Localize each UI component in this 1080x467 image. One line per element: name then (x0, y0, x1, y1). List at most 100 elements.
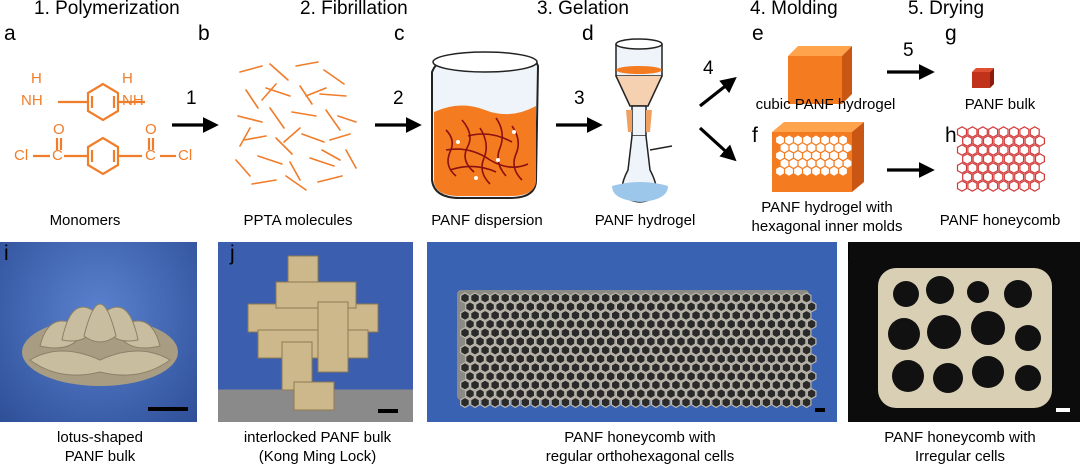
photo-hex-cell (475, 370, 486, 382)
photo-hex-cell (686, 335, 696, 348)
photo-hex-cell (771, 309, 782, 322)
photo-hex-cell (565, 335, 576, 348)
mold-hex-cell (785, 135, 793, 145)
photo-hex-cell (771, 379, 782, 391)
photo-hex-cell (560, 344, 571, 356)
panel-letter-i: i (4, 242, 9, 265)
photo-hex-cell (565, 388, 576, 400)
photo-hex-cell (510, 327, 521, 339)
photo-hex-cell (686, 388, 696, 400)
photo-hex-cell (806, 318, 817, 330)
photo-hex-cell (550, 292, 561, 304)
honeycomb-cell (1024, 153, 1035, 165)
photo-hex-cell (721, 361, 732, 374)
photo-hex-cell (600, 327, 611, 339)
photo-hex-cell (515, 335, 526, 348)
photo-hex-cell (645, 318, 656, 330)
photo-hex-cell (801, 361, 812, 374)
photo-hex-cell (570, 396, 581, 409)
photo-hex-cell (676, 370, 686, 382)
photo-hex-cell (796, 318, 807, 330)
photo-hex-cell (666, 335, 676, 348)
photo-hex-cell (595, 335, 606, 348)
mold-hex-cell (812, 135, 820, 145)
photo-hex-cell (500, 292, 511, 304)
photo-hex-cell (640, 361, 651, 374)
photo-hex-cell (500, 344, 511, 356)
photo-hex-cell (801, 396, 812, 409)
photo-hex-cell (465, 335, 475, 348)
mold-hex-cell (798, 158, 807, 168)
honeycomb-cell (1003, 135, 1014, 147)
mold-hex-cell (825, 158, 834, 168)
mold-hex-cell (785, 151, 793, 161)
photo-hex-cell (475, 301, 486, 313)
photo-hex-cell (595, 301, 606, 313)
photo-hex-cell (786, 370, 797, 382)
photo-hex-cell (721, 327, 732, 339)
caption-cubic: cubic PANF hydrogel (755, 96, 896, 113)
photo-hex-cell (610, 379, 621, 391)
photo-hex-cell (721, 292, 732, 304)
mold-hex-cell (807, 158, 816, 168)
photo-hex-cell (706, 353, 716, 365)
photo-hex-cell (605, 335, 616, 348)
photo-hex-cell (500, 361, 511, 374)
photo-hex-cell (651, 292, 661, 304)
photo-hex-cell (475, 318, 486, 330)
photo-hex-cell (605, 388, 616, 400)
photo-hex-cell (470, 292, 481, 304)
photo-hex-cell (796, 335, 807, 348)
photo-hex-cell (600, 361, 611, 374)
photo-hex-cell (676, 335, 686, 348)
mold-hex-cell (776, 151, 784, 161)
photo-hex-cell (726, 301, 737, 313)
photo-hex-cell (575, 353, 586, 365)
caption-regular-line2: regular orthohexagonal cells (545, 448, 735, 465)
chem-nh-right: NH (122, 92, 144, 109)
photo-hex-cell (465, 301, 475, 313)
photo-hex-cell (530, 344, 541, 356)
photo-hex-cell (550, 344, 561, 356)
photo-hex-cell (746, 388, 757, 400)
photo-hex-cell (731, 309, 742, 322)
photo-hex-cell (495, 301, 506, 313)
photo-kong-ming-lock: j (218, 242, 413, 422)
honeycomb-cell (977, 144, 988, 156)
photo-hex-cell (796, 301, 807, 313)
caption-hex-line1: PANF hydrogel with (761, 199, 893, 216)
photo-hex-cell (791, 309, 802, 322)
caption-irregular-line2: Irregular cells (914, 448, 1006, 465)
mold-hex-cell (816, 143, 825, 153)
photo-hex-cell (565, 301, 576, 313)
honeycomb-cell (1014, 153, 1025, 165)
photo-hex-cell (495, 388, 506, 400)
photo-hex-cell (640, 396, 651, 409)
honeycomb-cell (1029, 144, 1040, 156)
photo-hex-cell (640, 344, 651, 356)
photo-hex-cell (535, 335, 546, 348)
photo-hex-cell (766, 335, 777, 348)
photo-hex-cell (500, 396, 511, 409)
photo-hex-cell (485, 388, 496, 400)
mold-hex-cell (803, 135, 811, 145)
photo-hex-cell (595, 318, 606, 330)
photo-hex-cell (771, 344, 782, 356)
photo-hex-cell (625, 318, 636, 330)
photo-hex-cell (630, 344, 641, 356)
photo-hex-cell (580, 327, 591, 339)
photo-hex-cell (630, 309, 641, 322)
photo-hex-cell (791, 292, 802, 304)
photo-hex-cell (560, 327, 571, 339)
mold-hex-cell (821, 135, 829, 145)
mold-hex-cell (803, 166, 811, 176)
photo-hex-cell (580, 309, 591, 322)
mold-hex-cell (830, 135, 838, 145)
photo-hex-cell (806, 335, 817, 348)
photo-hex-cell (610, 396, 621, 409)
panel-letter-b: b (198, 22, 210, 45)
honeycomb-cell (982, 135, 994, 147)
photo-hex-cell (746, 353, 757, 365)
photo-hex-cell (731, 396, 742, 409)
